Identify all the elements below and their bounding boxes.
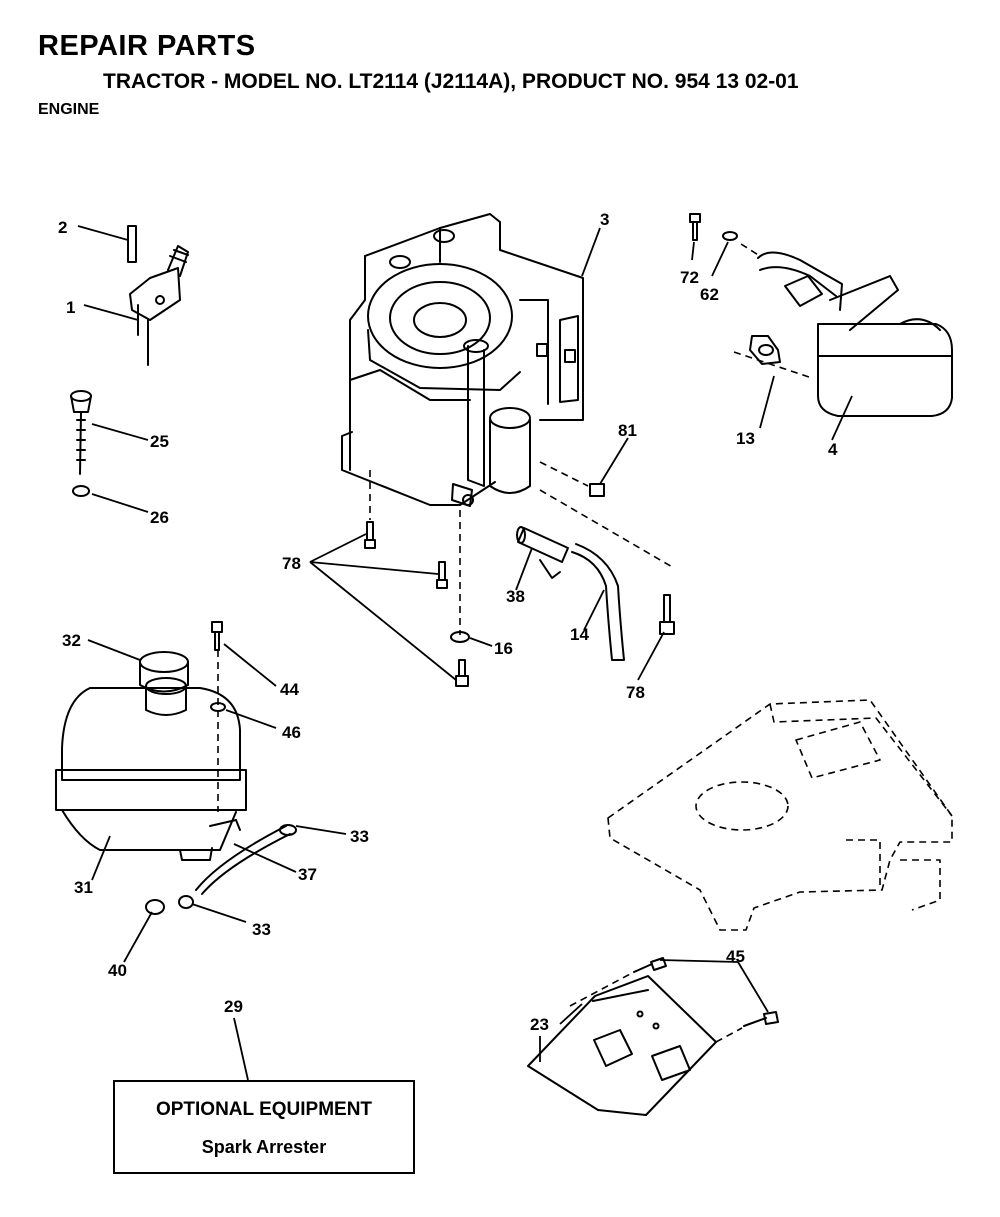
callout-23: 23 xyxy=(530,1015,549,1034)
fuel-filter xyxy=(516,526,625,661)
callout-38: 38 xyxy=(506,587,525,606)
choke-knob xyxy=(70,390,92,497)
page-title: REPAIR PARTS xyxy=(38,30,256,62)
callout-78-right: 78 xyxy=(626,683,645,702)
engine-bolts xyxy=(364,483,675,687)
throttle-control xyxy=(127,225,189,366)
callout-62: 62 xyxy=(700,285,719,304)
callout-1: 1 xyxy=(66,298,75,317)
callout-33-lower: 33 xyxy=(252,920,271,939)
optional-equipment-box: OPTIONAL EQUIPMENT Spark Arrester xyxy=(113,1080,415,1174)
optional-equipment-title: OPTIONAL EQUIPMENT xyxy=(155,1099,373,1120)
callout-37: 37 xyxy=(298,865,317,884)
callout-3: 3 xyxy=(600,210,609,229)
section-label: ENGINE xyxy=(38,101,100,118)
muffler xyxy=(689,213,953,417)
callout-4: 4 xyxy=(828,440,838,459)
callout-46: 46 xyxy=(282,723,301,742)
callout-81: 81 xyxy=(618,421,637,440)
heat-shield xyxy=(527,957,779,1116)
engine xyxy=(341,213,584,507)
callout-labels: 2 1 3 72 62 13 4 81 25 26 78 38 14 16 78… xyxy=(58,210,838,1034)
fuel-line xyxy=(145,824,297,915)
callout-44: 44 xyxy=(280,680,299,699)
callout-40: 40 xyxy=(108,961,127,980)
alignment-lines xyxy=(217,243,813,1043)
callout-26: 26 xyxy=(150,508,169,527)
callout-32: 32 xyxy=(62,631,81,650)
model-subtitle: TRACTOR - MODEL NO. LT2114 (J2114A), PRO… xyxy=(103,70,799,93)
spark-arrester-label: Spark Arrester xyxy=(201,1137,327,1157)
tractor-frame xyxy=(607,699,953,931)
callout-45: 45 xyxy=(726,947,745,966)
callout-16: 16 xyxy=(494,639,513,658)
callout-72: 72 xyxy=(680,268,699,287)
callout-29: 29 xyxy=(224,997,243,1016)
callout-33-upper: 33 xyxy=(350,827,369,846)
callout-31: 31 xyxy=(74,878,93,897)
fuel-tank xyxy=(55,621,247,861)
callout-78-left: 78 xyxy=(282,554,301,573)
callout-2: 2 xyxy=(58,218,67,237)
callout-14: 14 xyxy=(570,625,589,644)
callout-25: 25 xyxy=(150,432,169,451)
leader-lines xyxy=(77,225,853,1081)
callout-13: 13 xyxy=(736,429,755,448)
